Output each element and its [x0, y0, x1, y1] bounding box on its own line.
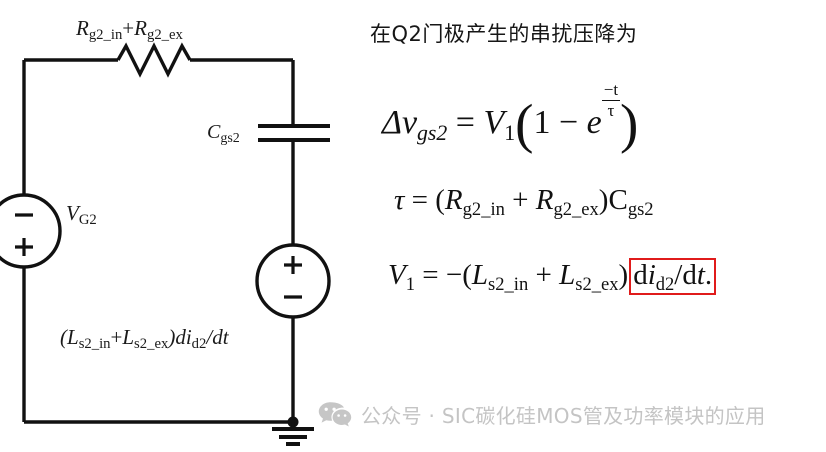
caption-chinese: 在Q2门极产生的串扰压降为 [370, 22, 638, 46]
capacitor-sub: gs2 [220, 130, 240, 146]
wechat-bubble-small [332, 408, 352, 426]
eq1-e: e [586, 104, 602, 142]
eq2-c-sub: gs2 [627, 198, 654, 220]
polarity-plus-right [284, 256, 302, 274]
inductor-open-paren: ( [60, 325, 67, 349]
eq3-minus: − [445, 259, 463, 291]
inductor-operator: + [110, 325, 123, 349]
eq3-boxed-i-sub: d2 [655, 273, 675, 295]
eq2-r1-sub: g2_in [462, 198, 505, 220]
eq2-equals: = [411, 184, 428, 216]
eq2-r1: R [444, 184, 463, 216]
voltage-source-right [255, 243, 331, 319]
source-left-label: VG2 [66, 201, 97, 228]
eq3-boxed-t: t [696, 259, 705, 291]
eq3-boxed-slash: / [674, 259, 683, 291]
resistor-symbol-2: R [134, 16, 147, 40]
wechat-eye-1 [324, 407, 328, 411]
inductor-tail-2: /dt [206, 325, 229, 349]
eq2-r2: R [535, 184, 554, 216]
wechat-eye-4 [343, 413, 347, 417]
capacitor-symbol: C [207, 121, 221, 143]
highlight-box-didt: did2/dt. [629, 258, 717, 295]
eq3-boxed-i: i [647, 259, 656, 291]
circuit-schematic [0, 42, 331, 446]
eq2-plus: + [512, 184, 529, 216]
eq2-r2-sub: g2_ex [553, 198, 599, 220]
eq1-equals: = [455, 104, 475, 142]
eq1-paren-close: ) [620, 92, 639, 154]
equation-3: V1 = −(Ls2_in + Ls2_ex)did2/dt. [388, 258, 717, 295]
inductor-close-paren: ) [168, 325, 176, 349]
eq3-equals: = [422, 259, 439, 291]
eq1-rhs-sub: 1 [504, 121, 516, 146]
eq3-l1: L [471, 259, 489, 291]
eq3-boxed-dt: d [682, 259, 697, 291]
wechat-bubble-large [318, 401, 344, 423]
eq1-one: 1 [533, 104, 551, 142]
eq1-exp-denominator: τ [607, 100, 615, 120]
voltage-source-left [0, 193, 62, 269]
inductor-tail-sub: d2 [191, 336, 207, 353]
wechat-eye-2 [332, 407, 336, 411]
wechat-icon [318, 401, 352, 426]
inductor-tail-1: di [175, 325, 192, 349]
eq1-lhs-sub: gs2 [417, 121, 448, 146]
source-left-sub: G2 [78, 212, 97, 229]
eq3-boxed-period: . [704, 259, 713, 291]
inductor-symbol-2: L [122, 325, 135, 349]
polarity-plus-left [15, 238, 33, 256]
eq3-l2-sub: s2_ex [575, 273, 619, 295]
eq2-tau: τ [394, 184, 405, 216]
eq3-plus: + [535, 259, 552, 291]
eq3-v-sub: 1 [405, 273, 415, 295]
inductor-symbol-1: L [67, 325, 79, 349]
resistor-symbol-1: R [76, 16, 89, 40]
resistor-sub-2: g2_ex [146, 27, 183, 44]
eq2-c: C [608, 184, 628, 216]
eq2-paren-open: ( [435, 184, 445, 216]
resistor-label: Rg2_in+Rg2_ex [76, 16, 183, 43]
eq3-v: V [388, 259, 406, 291]
eq1-minus: − [558, 104, 579, 142]
eq2-paren-close: ) [598, 184, 609, 216]
source-left-symbol: V [66, 201, 79, 225]
resistor-operator: + [122, 16, 135, 40]
eq1-lhs-symbol: Δv [382, 104, 418, 142]
eq1-exp-numerator: −t [601, 79, 621, 101]
watermark-text: 公众号 · SIC碳化硅MOS管及功率模块的应用 [361, 404, 766, 428]
watermark: 公众号 · SIC碳化硅MOS管及功率模块的应用 [318, 400, 766, 429]
eq3-l1-sub: s2_in [488, 273, 529, 295]
eq1-paren-open: ( [515, 92, 534, 154]
eq1-rhs-symbol: V [483, 104, 505, 142]
eq3-l2: L [559, 259, 576, 291]
inductor-sub-2: s2_ex [134, 336, 169, 353]
resistor-sub-1: g2_in [88, 27, 123, 44]
eq3-paren-open: ( [462, 259, 472, 291]
capacitor-label: Cgs2 [207, 121, 240, 145]
source-right-label: (Ls2_in+Ls2_ex)did2/dt [60, 325, 229, 352]
wechat-eye-3 [337, 413, 340, 417]
eq3-paren-close: ) [618, 259, 629, 291]
inductor-sub-1: s2_in [78, 336, 111, 353]
resistor-symbol [116, 42, 192, 78]
eq3-boxed-d: d [633, 259, 648, 291]
equation-2: τ = (Rg2_in + Rg2_ex)Cgs2 [394, 184, 654, 219]
